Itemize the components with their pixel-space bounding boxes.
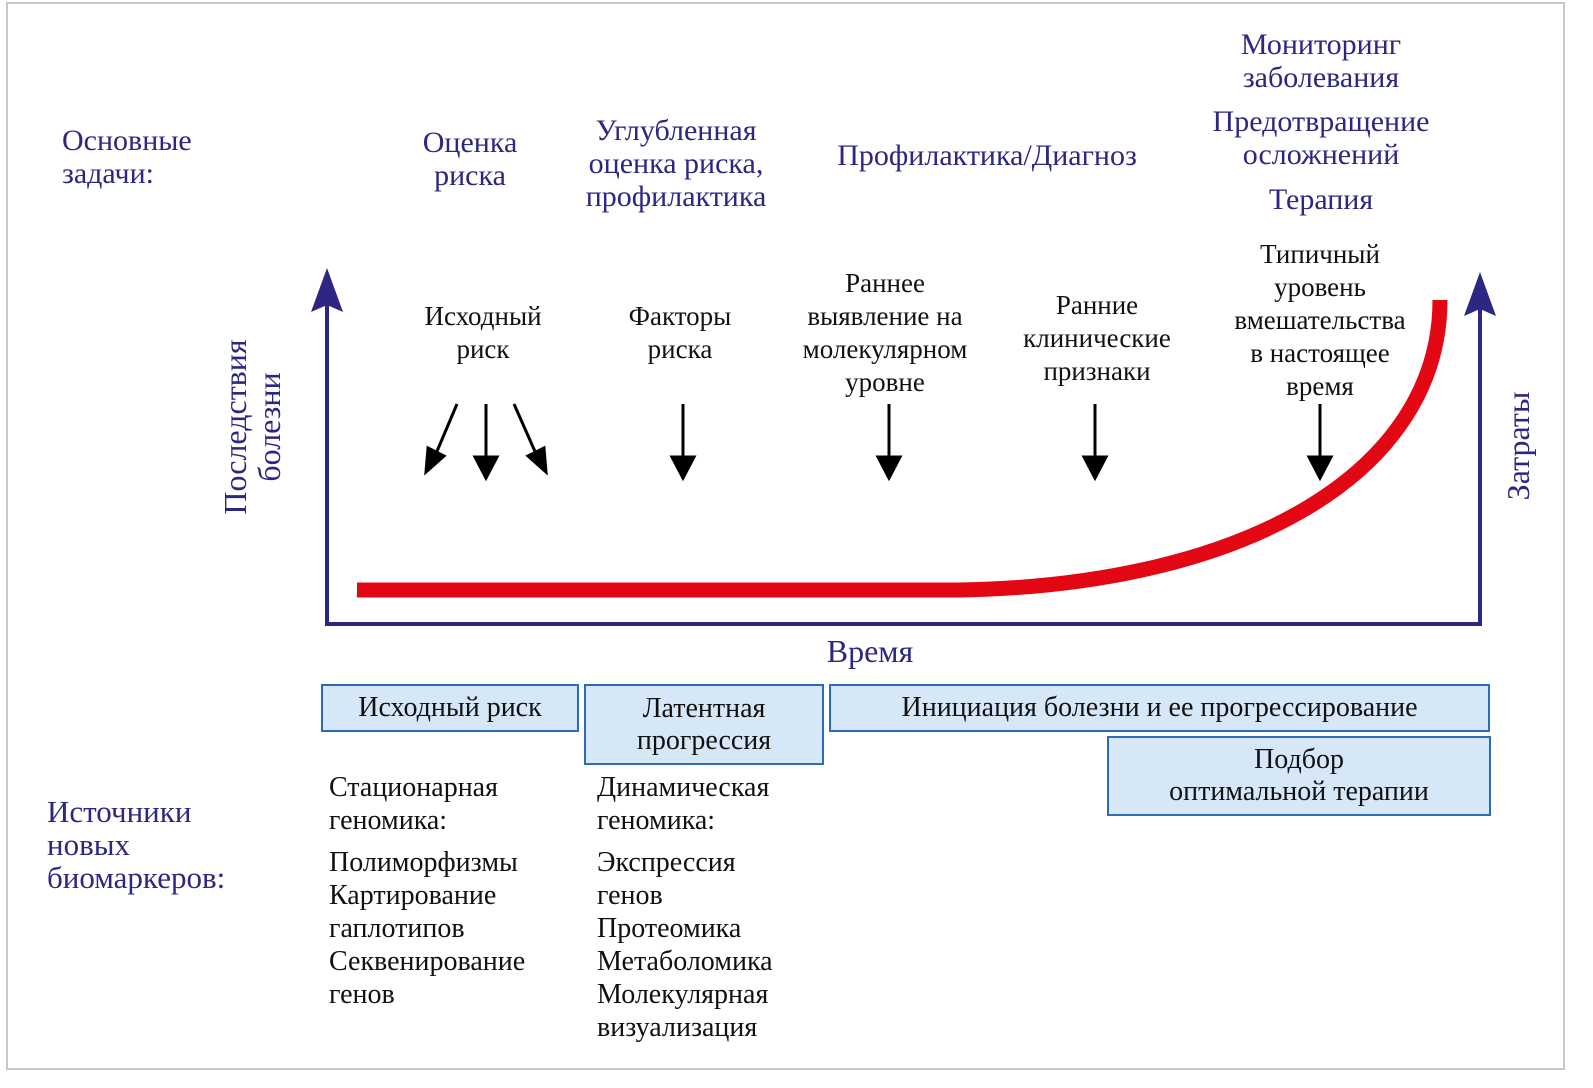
y-left-axis-label: Последствия болезни [217,339,287,515]
arrowhead [424,445,447,476]
tasks-label: Основные задачи: [62,124,192,190]
stage-arrows [424,403,1334,482]
phase-disease-progression: Инициация болезни и ее прогрессирование [829,684,1490,732]
task-monitoring: Мониторинг заболевания [1240,28,1402,94]
sources-label: Источники новых биомаркеров: [47,794,226,895]
stage-baseline-risk: Исходный риск [424,301,542,364]
axes [325,300,1482,626]
stage-early-molecular: Раннее выявление на молекулярном уровне [802,268,968,397]
static-genomics-title: Стационарная геномика: [329,772,498,836]
cost-curve [357,299,1448,598]
dynamic-genomics-title: Динамическая геномика: [597,772,770,836]
arrowhead [669,455,697,482]
dynamic-genomics-items: Экспрессия генов Протеомика Метаболомика… [597,847,773,1043]
arrowhead [525,445,548,476]
task-risk-assessment: Оценка риска [422,126,518,192]
phase-optimal-therapy: Подбор оптимальной терапии [1107,736,1491,816]
stage-typical-intervention: Типичный уровень вмешательства в настоящ… [1234,239,1406,401]
frame [6,2,1565,1070]
y-right-axis-label: Затраты [1500,391,1536,501]
arrow-down-right [512,403,539,457]
y-right-arrowhead [1464,272,1496,316]
arrowhead [1081,455,1109,482]
arrow-down-left [433,403,459,457]
static-genomics-items: Полиморфизмы Картирование гаплотипов Сек… [329,847,526,1010]
x-axis-label: Время [826,633,914,669]
stage-early-clinical: Ранние клинические признаки [1023,290,1171,386]
y-left-arrowhead [311,268,343,312]
arrowhead [472,455,500,482]
arrowhead [1306,455,1334,482]
phase-latent-progression: Латентная прогрессия [584,684,824,765]
task-therapy: Терапия [1268,183,1374,216]
axis-lines [325,300,1482,626]
stage-risk-factors: Факторы риска [628,301,732,364]
arrowhead [875,455,903,482]
phase-baseline-risk: Исходный риск [321,684,579,732]
task-deep-assessment: Углубленная оценка риска, профилактика [585,114,767,213]
task-complications: Предотвращение осложнений [1212,105,1430,171]
task-prevention-diagnosis: Профилактика/Диагноз [837,139,1137,172]
